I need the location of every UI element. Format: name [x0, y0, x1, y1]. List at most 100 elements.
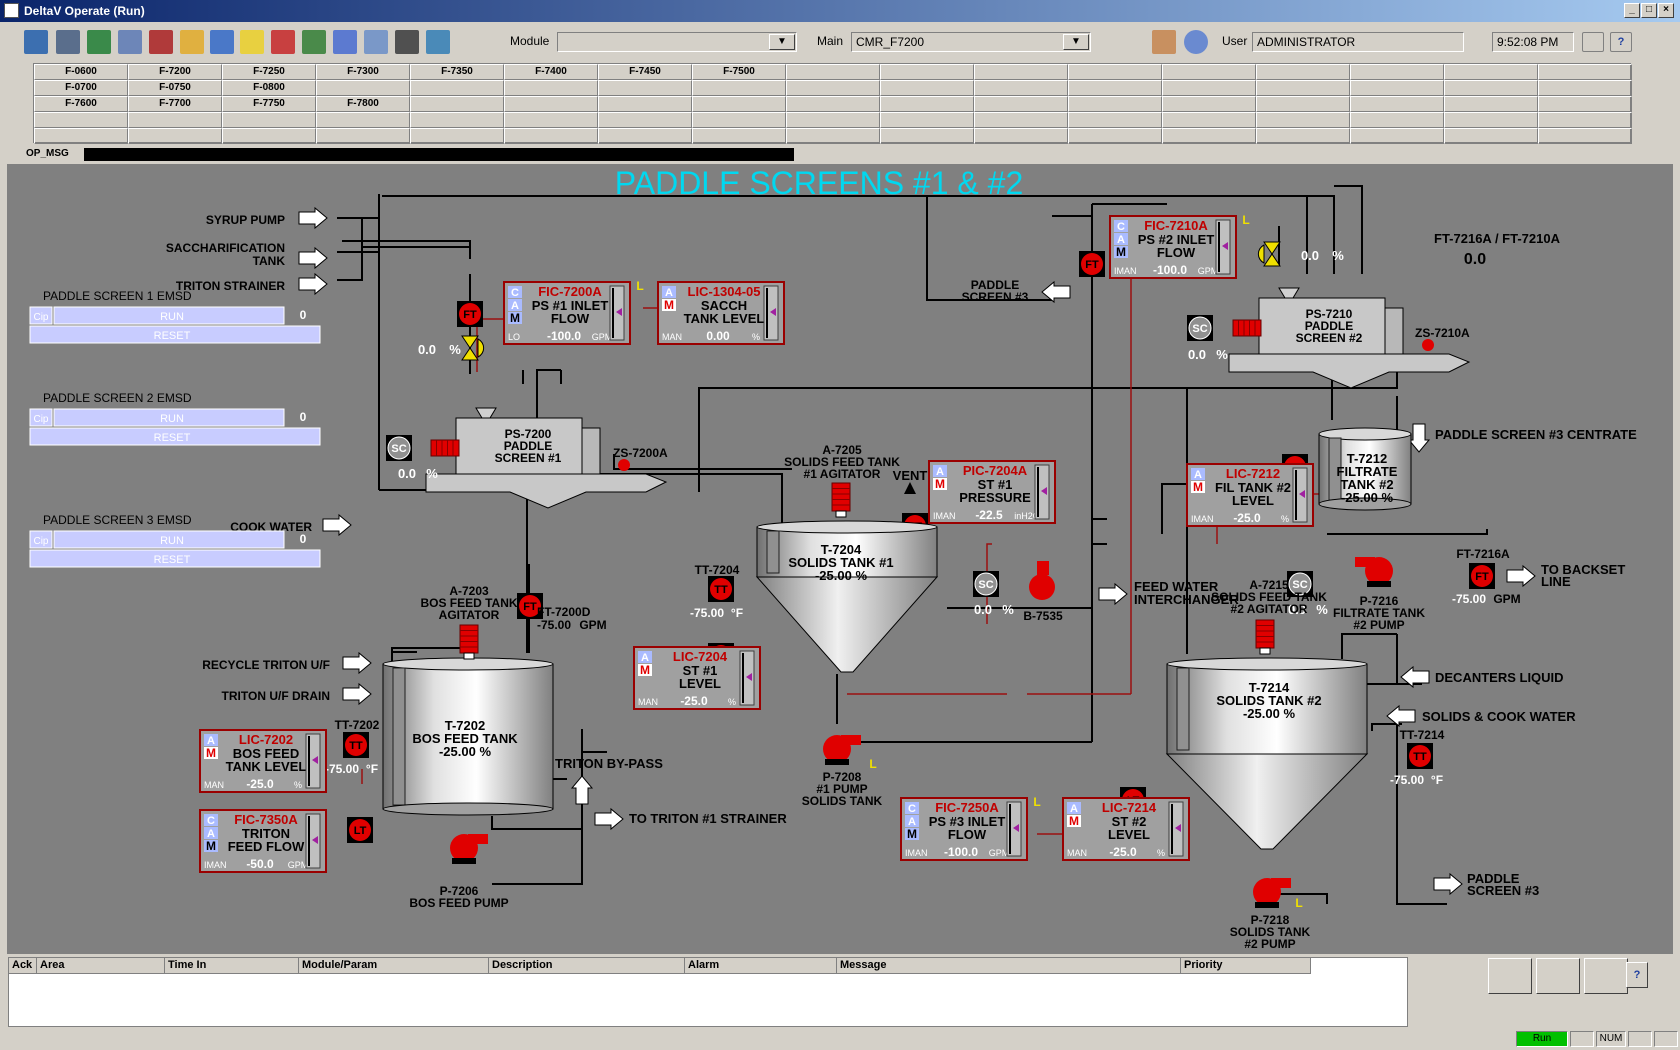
area-button-empty[interactable] [974, 128, 1068, 144]
area-button-empty[interactable] [222, 112, 316, 128]
area-button-empty[interactable] [692, 128, 786, 144]
area-button-f-0600[interactable]: F-0600 [34, 64, 128, 80]
tt-7202[interactable]: TT [343, 732, 369, 758]
area-button-empty[interactable] [410, 128, 504, 144]
area-button-empty[interactable] [1162, 64, 1256, 80]
clock-icon[interactable] [1184, 30, 1208, 54]
area-button-empty[interactable] [34, 128, 128, 144]
area-button-empty[interactable] [1162, 128, 1256, 144]
area-button-empty[interactable] [1162, 112, 1256, 128]
search-icon[interactable] [333, 30, 357, 54]
trend-icon[interactable] [364, 30, 388, 54]
area-button-f-7800[interactable]: F-7800 [316, 96, 410, 112]
diagnostics-icon[interactable] [302, 30, 326, 54]
area-button-empty[interactable] [1162, 96, 1256, 112]
alarm-list-icon[interactable] [271, 30, 295, 54]
users-icon[interactable] [1152, 30, 1176, 54]
sc-7210[interactable]: SC [1187, 315, 1213, 341]
area-button-empty[interactable] [504, 128, 598, 144]
faceplate-icon[interactable] [87, 30, 111, 54]
area-button-empty[interactable] [504, 112, 598, 128]
lt-7202[interactable]: LT [347, 817, 373, 843]
pump-p7218[interactable] [1253, 878, 1291, 908]
pump-p7216[interactable] [1355, 557, 1393, 587]
area-button-empty[interactable] [692, 80, 786, 96]
area-button-empty[interactable] [1350, 64, 1444, 80]
screen-2-motor[interactable] [1232, 319, 1262, 337]
area-button-empty[interactable] [786, 80, 880, 96]
area-button-empty[interactable] [1444, 96, 1538, 112]
area-button-empty[interactable] [786, 96, 880, 112]
area-button-empty[interactable] [1162, 80, 1256, 96]
area-button-empty[interactable] [1350, 96, 1444, 112]
area-button-empty[interactable] [316, 112, 410, 128]
area-button-empty[interactable] [1538, 80, 1632, 96]
ft-7210a[interactable]: FT [1079, 251, 1105, 277]
emsd-mode-box[interactable] [29, 530, 53, 549]
emsd-mode-box[interactable] [29, 408, 53, 427]
area-button-f-7350[interactable]: F-7350 [410, 64, 504, 80]
area-button-f-7450[interactable]: F-7450 [598, 64, 692, 80]
emsd-reset-button[interactable] [29, 549, 321, 568]
agitator-a7205[interactable] [831, 482, 851, 518]
area-button-empty[interactable] [974, 112, 1068, 128]
detail-icon[interactable] [118, 30, 142, 54]
chevron-down-icon[interactable]: ▼ [1063, 34, 1089, 50]
area-button-empty[interactable] [598, 128, 692, 144]
area-button-empty[interactable] [1350, 112, 1444, 128]
area-button-f-7250[interactable]: F-7250 [222, 64, 316, 80]
area-button-empty[interactable] [504, 80, 598, 96]
help-button[interactable]: ? [1610, 32, 1632, 52]
alarm-col-message[interactable]: Message [837, 958, 1181, 974]
area-button-empty[interactable] [974, 96, 1068, 112]
ack-alarm-icon[interactable] [1488, 958, 1532, 994]
folder-open-icon[interactable] [180, 30, 204, 54]
area-button-empty[interactable] [1256, 96, 1350, 112]
area-button-f-0800[interactable]: F-0800 [222, 80, 316, 96]
alarm-col-priority[interactable]: Priority [1181, 958, 1311, 974]
area-button-empty[interactable] [1068, 80, 1162, 96]
silence-horn-icon[interactable] [1536, 958, 1580, 994]
area-button-empty[interactable] [692, 112, 786, 128]
area-button-empty[interactable] [1350, 80, 1444, 96]
area-button-empty[interactable] [1068, 96, 1162, 112]
area-button-empty[interactable] [316, 80, 410, 96]
emsd-reset-button[interactable] [29, 427, 321, 446]
area-button-empty[interactable] [1444, 112, 1538, 128]
area-button-empty[interactable] [1256, 112, 1350, 128]
emsd-reset-button[interactable] [29, 325, 321, 344]
ft-7200a[interactable]: FT [457, 301, 483, 327]
blower-b7535-icon[interactable] [1029, 574, 1055, 600]
area-button-empty[interactable] [410, 112, 504, 128]
paddle-screen-2[interactable] [1228, 287, 1471, 389]
area-button-empty[interactable] [1538, 96, 1632, 112]
area-button-empty[interactable] [786, 112, 880, 128]
fcv-7200a[interactable] [461, 335, 485, 361]
area-button-empty[interactable] [1538, 128, 1632, 144]
area-button-f-7600[interactable]: F-7600 [34, 96, 128, 112]
ft-7216a[interactable]: FT [1469, 563, 1495, 589]
alarm-col-ack[interactable]: Ack [9, 958, 37, 974]
maximize-button[interactable]: □ [1641, 3, 1657, 18]
area-button-empty[interactable] [504, 96, 598, 112]
area-button-empty[interactable] [1444, 80, 1538, 96]
area-button-empty[interactable] [316, 128, 410, 144]
alarm-col-alarm[interactable]: Alarm [685, 958, 837, 974]
screen-1-motor[interactable] [430, 439, 460, 457]
chevron-down-icon[interactable]: ▼ [769, 34, 795, 50]
tt-7214[interactable]: TT [1407, 743, 1433, 769]
area-button-empty[interactable] [1068, 128, 1162, 144]
alarm-col-area[interactable]: Area [37, 958, 165, 974]
sc-7204[interactable]: SC [973, 571, 999, 597]
area-button-f-7750[interactable]: F-7750 [222, 96, 316, 112]
ft-7200d[interactable]: FT [517, 593, 543, 619]
area-button-empty[interactable] [128, 128, 222, 144]
area-button-empty[interactable] [598, 112, 692, 128]
